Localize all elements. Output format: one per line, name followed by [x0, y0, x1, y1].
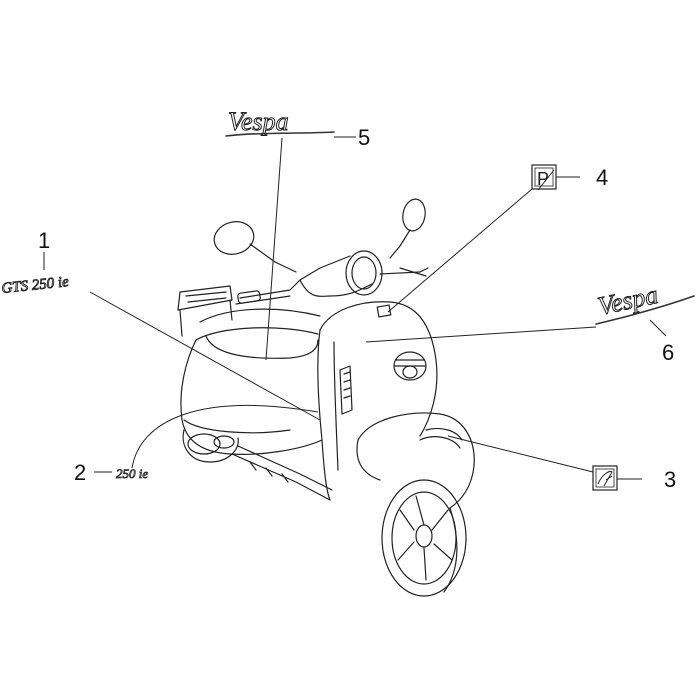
callout-4: 4 [596, 165, 608, 190]
callout-5: 5 [358, 125, 370, 150]
headlight [345, 250, 383, 296]
left-mirror [213, 221, 297, 273]
vespa-upper-text: Vespa [228, 107, 289, 136]
displacement-emblem: 250 ie [116, 466, 149, 482]
leader-lines [43, 136, 667, 480]
gts-emblem-text: GTS 250 ie [1, 274, 70, 297]
front-badge [592, 465, 618, 491]
floorboard [231, 445, 333, 501]
vespa-right-emblem: Vespa [595, 279, 695, 325]
callout-1: 1 [38, 228, 50, 253]
front-mudguard [356, 412, 475, 509]
scooter-illustration [177, 198, 475, 597]
handlebar [235, 255, 429, 305]
badge-letter: P [537, 169, 549, 189]
front-shield [317, 301, 438, 501]
vespa-right-text: Vespa [595, 280, 660, 321]
callout-2: 2 [74, 460, 86, 485]
callout-6: 6 [662, 340, 674, 365]
callout-3: 3 [664, 467, 676, 492]
displacement-emblem-text: 250 ie [116, 466, 148, 481]
vespa-upper-emblem: Vespa [225, 107, 335, 137]
right-mirror [389, 198, 426, 259]
rear-wheel [182, 429, 239, 463]
seat-and-body [177, 285, 323, 455]
piaggio-badge: P [531, 164, 557, 191]
gts-emblem: GTS 250 ie [0, 274, 70, 298]
front-wheel [381, 479, 467, 597]
